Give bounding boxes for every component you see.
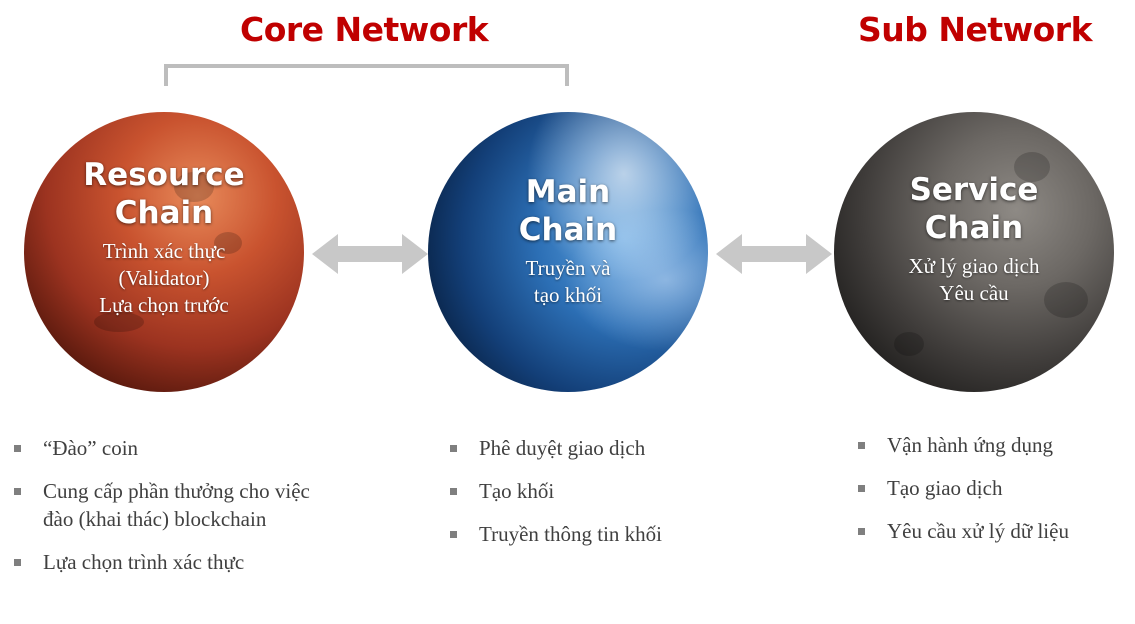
core-network-heading: Core Network	[240, 10, 489, 49]
list-item: Phê duyệt giao dịch	[446, 434, 776, 462]
service-chain-planet: Service Chain Xử lý giao dịch Yêu cầu	[834, 112, 1114, 392]
main-chain-title-line2: Chain	[518, 212, 618, 248]
crater	[174, 172, 214, 202]
main-chain-planet: Main Chain Truyền và tạo khối	[428, 112, 708, 392]
main-chain-title: Main Chain	[428, 173, 708, 249]
list-item-text: Phê duyệt giao dịch	[479, 436, 646, 460]
main-desc-line: Truyền và	[525, 256, 611, 280]
list-item: “Đào” coin	[10, 434, 340, 462]
square-bullet-icon	[858, 528, 865, 535]
square-bullet-icon	[14, 559, 21, 566]
crater	[214, 232, 242, 254]
main-desc-line: tạo khối	[533, 283, 603, 307]
square-bullet-icon	[450, 445, 457, 452]
list-item-text: Lựa chọn trình xác thực	[43, 550, 245, 574]
square-bullet-icon	[450, 531, 457, 538]
resource-chain-description: Trình xác thực (Validator) Lựa chọn trướ…	[24, 238, 304, 319]
square-bullet-icon	[14, 488, 21, 495]
list-item: Tạo giao dịch	[854, 474, 1135, 502]
resource-chain-title-line2: Chain	[114, 195, 214, 231]
square-bullet-icon	[858, 485, 865, 492]
list-item: Tạo khối	[446, 477, 776, 505]
crater	[94, 312, 144, 332]
resource-desc-line: Trình xác thực	[102, 239, 226, 263]
square-bullet-icon	[450, 488, 457, 495]
list-item: Lựa chọn trình xác thực	[10, 548, 340, 576]
resource-chain-planet: Resource Chain Trình xác thực (Validator…	[24, 112, 304, 392]
list-item-text: Vận hành ứng dụng	[887, 433, 1053, 457]
core-network-bracket	[164, 64, 569, 86]
list-item-text: Cung cấp phần thưởng cho việc đào (khai …	[43, 479, 310, 531]
crater	[1014, 152, 1050, 182]
list-item: Yêu cầu xử lý dữ liệu	[854, 517, 1135, 545]
main-chain-title-line1: Main	[525, 174, 611, 210]
resource-chain-title: Resource Chain	[24, 156, 304, 232]
list-item: Truyền thông tin khối	[446, 520, 776, 548]
service-chain-description: Xử lý giao dịch Yêu cầu	[834, 253, 1114, 307]
list-item: Cung cấp phần thưởng cho việc đào (khai …	[10, 477, 340, 533]
list-item-text: Tạo khối	[479, 479, 555, 503]
main-chain-bullet-list: Phê duyệt giao dịch Tạo khối Truyền thôn…	[446, 434, 776, 563]
list-item-text: Truyền thông tin khối	[479, 522, 662, 546]
resource-chain-title-line1: Resource	[83, 157, 245, 193]
resource-desc-line: (Validator)	[118, 266, 210, 290]
main-chain-description: Truyền và tạo khối	[428, 255, 708, 309]
service-chain-title-line1: Service	[909, 172, 1039, 208]
list-item-text: Yêu cầu xử lý dữ liệu	[887, 519, 1069, 543]
service-desc-line: Yêu cầu	[939, 281, 1009, 305]
service-chain-bullet-list: Vận hành ứng dụng Tạo giao dịch Yêu cầu …	[854, 431, 1135, 560]
list-item-text: Tạo giao dịch	[887, 476, 1003, 500]
list-item: Vận hành ứng dụng	[854, 431, 1135, 459]
service-desc-line: Xử lý giao dịch	[908, 254, 1040, 278]
service-chain-title: Service Chain	[834, 171, 1114, 247]
resource-chain-content: Resource Chain Trình xác thực (Validator…	[24, 112, 304, 392]
main-chain-content: Main Chain Truyền và tạo khối	[428, 112, 708, 392]
list-item-text: “Đào” coin	[43, 436, 139, 460]
service-chain-title-line2: Chain	[924, 210, 1024, 246]
double-arrow-icon	[312, 234, 428, 274]
double-arrow-icon	[716, 234, 832, 274]
crater	[894, 332, 924, 356]
square-bullet-icon	[858, 442, 865, 449]
sub-network-heading: Sub Network	[858, 10, 1093, 49]
service-chain-content: Service Chain Xử lý giao dịch Yêu cầu	[834, 112, 1114, 392]
resource-desc-line: Lựa chọn trước	[99, 293, 229, 317]
square-bullet-icon	[14, 445, 21, 452]
crater	[1044, 282, 1088, 318]
resource-chain-bullet-list: “Đào” coin Cung cấp phần thưởng cho việc…	[10, 434, 340, 591]
